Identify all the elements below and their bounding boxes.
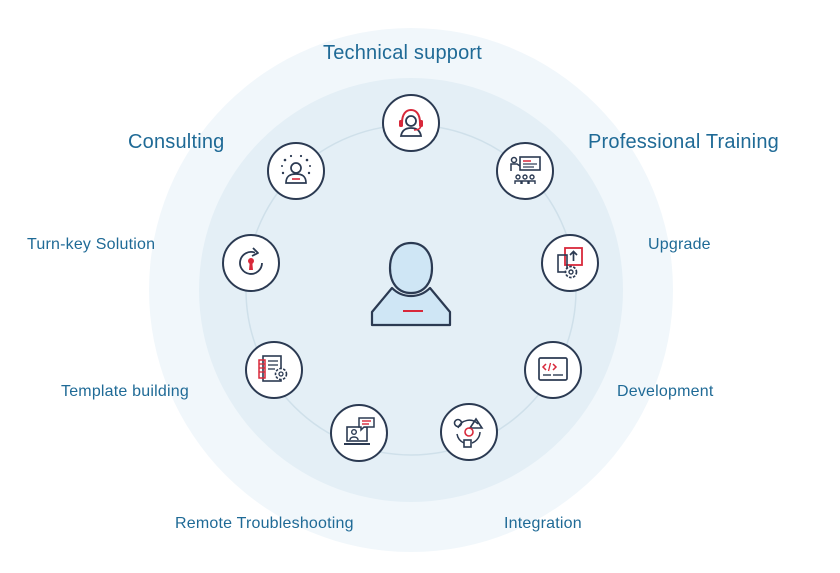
headset-agent-icon xyxy=(399,108,423,137)
label-professional-training: Professional Training xyxy=(588,131,779,153)
label-development: Development xyxy=(617,383,714,400)
node-remote-troubleshooting xyxy=(330,404,388,462)
label-consulting: Consulting xyxy=(128,131,225,153)
laptop-chat-icon xyxy=(344,417,375,445)
node-upgrade xyxy=(541,234,599,292)
node-integration xyxy=(440,403,498,461)
label-template-building: Template building xyxy=(61,383,189,400)
label-upgrade: Upgrade xyxy=(648,236,711,253)
refresh-keyhole-icon xyxy=(239,247,263,275)
label-turnkey-solution: Turn-key Solution xyxy=(27,236,156,253)
code-window-icon xyxy=(538,357,568,381)
shapes-cycle-icon xyxy=(453,417,484,448)
user-silhouette-icon xyxy=(370,241,452,327)
node-turnkey-solution xyxy=(222,234,280,292)
label-integration: Integration xyxy=(504,515,582,532)
label-technical-support: Technical support xyxy=(323,42,483,64)
node-professional-training xyxy=(496,142,554,200)
upload-gear-icon xyxy=(557,247,583,279)
node-development xyxy=(524,341,582,399)
presentation-audience-icon xyxy=(510,156,541,184)
node-consulting xyxy=(267,142,325,200)
node-technical-support xyxy=(382,94,440,152)
label-remote-troubleshooting: Remote Troubleshooting xyxy=(175,515,354,532)
consultant-ideas-icon xyxy=(281,154,311,184)
node-template-building xyxy=(245,341,303,399)
document-gear-icon xyxy=(258,355,288,382)
